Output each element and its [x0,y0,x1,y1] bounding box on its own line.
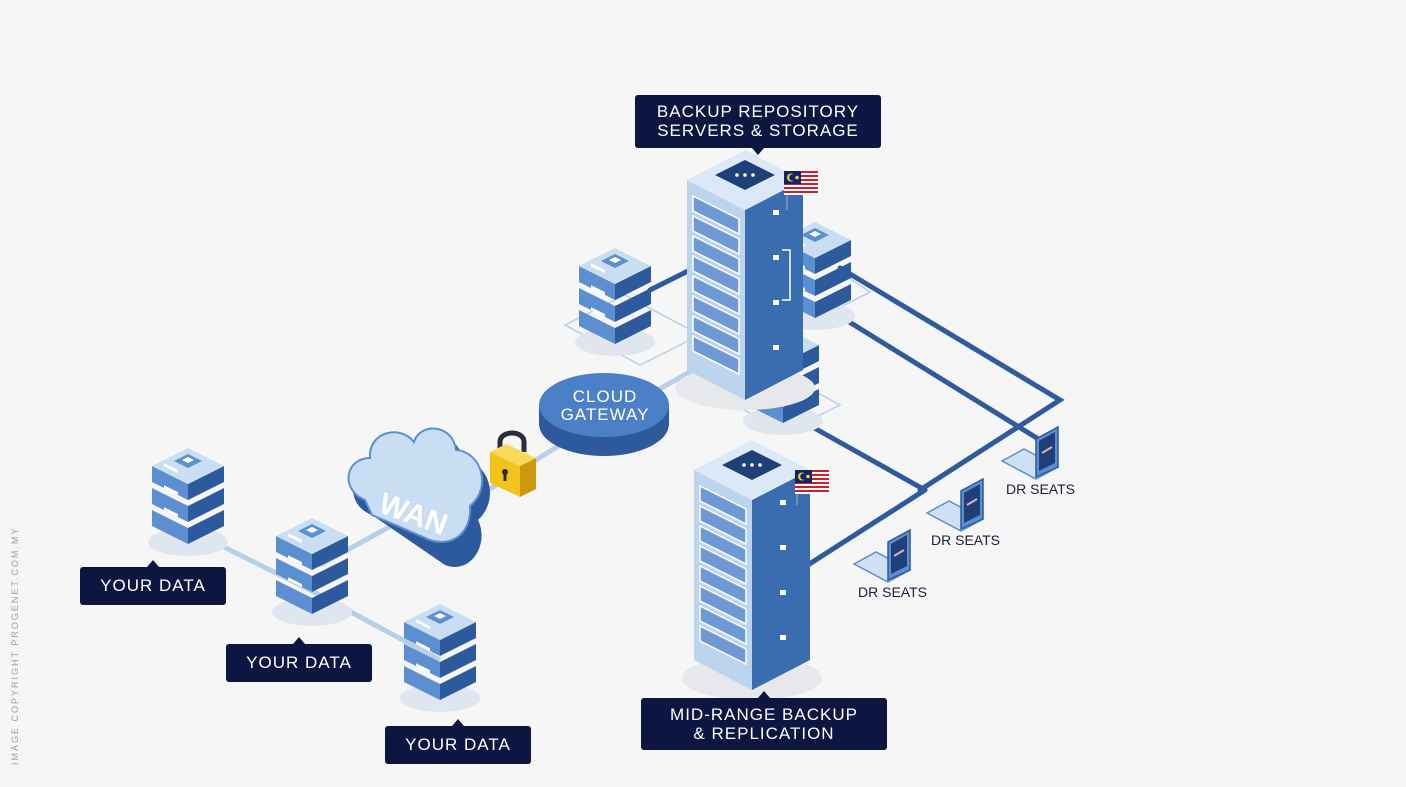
your-data-label-1: YOUR DATA [80,560,226,605]
your-data-text: YOUR DATA [246,653,352,672]
backup-repository-line-1: BACKUP REPOSITORY [656,102,860,121]
label-pointer [293,637,305,644]
your-data-text: YOUR DATA [100,576,206,595]
repo-server-left [575,248,655,356]
your-data-label-2: YOUR DATA [226,637,372,682]
cloud-icon [347,427,490,567]
your-data-server-1 [148,448,228,556]
lock-icon [490,430,536,497]
cloud-gateway-line-1: CLOUD [572,387,638,406]
backup-repository-line-2: SERVERS & STORAGE [657,121,859,140]
mid-range-line-1: MID-RANGE BACKUP [670,705,858,724]
mid-range-label: MID-RANGE BACKUP & REPLICATION [641,691,887,750]
backup-repository-label: BACKUP REPOSITORY SERVERS & STORAGE [635,95,881,155]
mid-range-line-2: & REPLICATION [693,724,835,743]
dr-seats-label-1: DR SEATS [1006,481,1075,497]
label-pointer [452,719,464,726]
your-data-server-2 [272,518,352,626]
cloud-gateway-icon [539,373,669,456]
cloud-gateway-label: CLOUD GATEWAY [545,388,665,424]
dr-seats-label-2: DR SEATS [931,532,1000,548]
malaysia-flag-icon [784,171,818,195]
copyright-text: IMAGE COPYRIGHT PROGENET.COM.MY [10,526,20,765]
label-pointer [147,560,159,567]
cloud-gateway-line-2: GATEWAY [560,405,650,424]
laptop-icon [853,529,911,583]
label-pointer [758,691,770,698]
dr-seats-label-3: DR SEATS [858,584,927,600]
label-pointer [752,148,764,155]
malaysia-flag-icon [795,470,829,494]
laptop-icon [926,478,984,532]
your-data-label-3: YOUR DATA [385,719,531,764]
your-data-text: YOUR DATA [405,735,511,754]
